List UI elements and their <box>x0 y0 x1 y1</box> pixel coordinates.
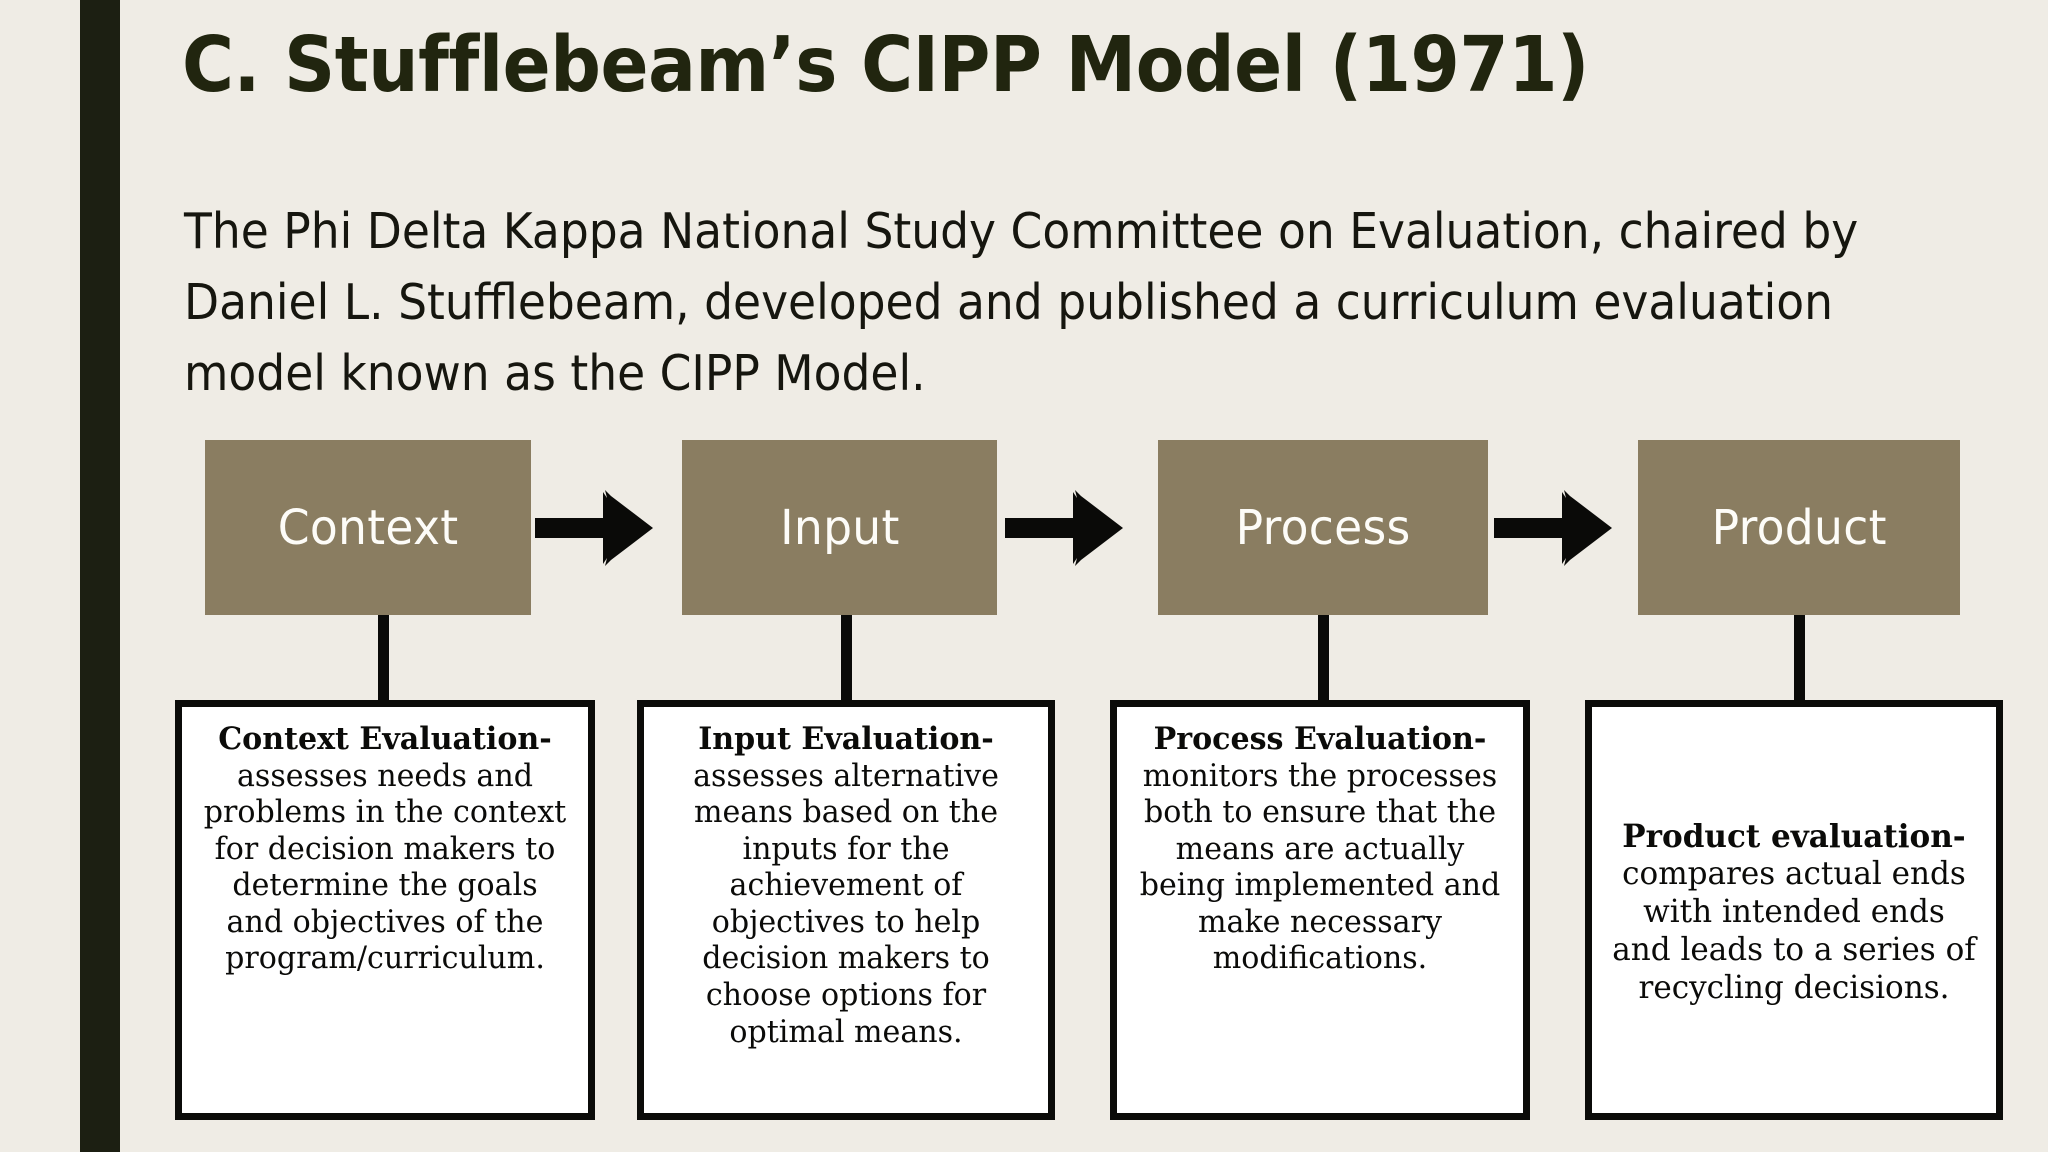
description-body: compares actual ends with intended ends … <box>1612 854 1976 1006</box>
description-lead: Process Evaluation- <box>1153 721 1487 757</box>
description-body: monitors the processes both to ensure th… <box>1139 757 1501 977</box>
arrow-right-icon <box>1494 488 1614 568</box>
stage-label: Input <box>779 499 900 556</box>
page-title: C. Stufflebeam’s CIPP Model (1971) <box>182 21 1589 110</box>
intro-paragraph: The Phi Delta Kappa National Study Commi… <box>184 203 1859 403</box>
description-box-input: Input Evaluation- assesses alternative m… <box>637 700 1055 1120</box>
description-box-context: Context Evaluation- assesses needs and p… <box>175 700 595 1120</box>
connector-stem <box>841 615 852 701</box>
description-box-process: Process Evaluation- monitors the process… <box>1110 700 1530 1120</box>
description-lead: Context Evaluation- <box>218 721 552 757</box>
connector-stem <box>378 615 389 701</box>
left-accent-bar <box>80 0 120 1152</box>
stage-label: Product <box>1711 499 1887 556</box>
stage-label: Context <box>277 499 459 556</box>
description-text: Input Evaluation- assesses alternative m… <box>662 721 1031 1050</box>
description-body: assesses alternative means based on the … <box>693 757 999 1050</box>
description-text: Context Evaluation- assesses needs and p… <box>200 721 571 977</box>
arrow-right-icon <box>535 488 655 568</box>
stage-box-input[interactable]: Input <box>682 440 997 615</box>
description-text: Process Evaluation- monitors the process… <box>1135 721 1506 977</box>
description-text: Product evaluation- compares actual ends… <box>1610 816 1979 1007</box>
stage-box-context[interactable]: Context <box>205 440 531 615</box>
description-lead: Product evaluation- <box>1622 816 1966 855</box>
description-lead: Input Evaluation- <box>698 721 994 757</box>
connector-stem <box>1318 615 1329 701</box>
description-box-product: Product evaluation- compares actual ends… <box>1585 700 2003 1120</box>
description-body: assesses needs and problems in the conte… <box>203 757 567 977</box>
stage-label: Process <box>1235 499 1411 556</box>
stage-box-process[interactable]: Process <box>1158 440 1488 615</box>
connector-stem <box>1794 615 1805 701</box>
stage-box-product[interactable]: Product <box>1638 440 1960 615</box>
arrow-right-icon <box>1005 488 1125 568</box>
